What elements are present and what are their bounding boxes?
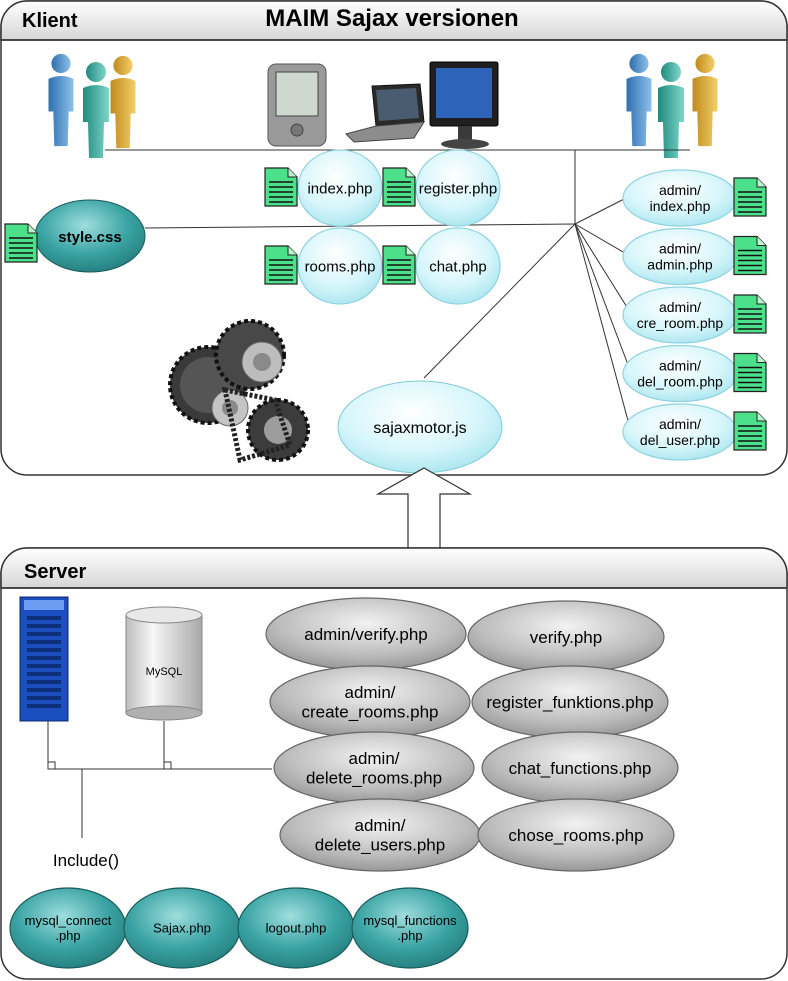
admin-page-node-label-1: admin.php — [647, 256, 713, 272]
server-scripts: verify.php register_funktions.php chat_fun… — [467, 600, 679, 872]
include-node: logout.php — [237, 887, 355, 969]
document-icon — [733, 411, 767, 451]
server-admin-script-node: admin/create_rooms.php — [269, 665, 471, 739]
include-node-label-0: mysql_functions — [363, 913, 457, 928]
server-script-node: verify.php — [467, 600, 665, 674]
server-script-node: chose_rooms.php — [477, 798, 675, 872]
users-group-icon — [48, 53, 136, 158]
client-page-node: index.php — [264, 149, 383, 227]
admin-page-node-label-0: admin/ — [659, 299, 701, 315]
style-css-label: style.css — [58, 229, 121, 246]
server-connectors — [47, 721, 272, 838]
server-script-node-label-0: chose_rooms.php — [508, 826, 643, 845]
pda-icon — [267, 63, 327, 147]
server-rack-icon — [19, 596, 69, 722]
admins-group-icon — [626, 53, 718, 158]
include-node-label-1: .php — [397, 928, 422, 943]
client-page-node-label-0: rooms.php — [305, 258, 376, 275]
client-connectors — [105, 149, 690, 429]
server-script-node-label-0: register_funktions.php — [486, 693, 653, 712]
server-admin-script-node-label-0: admin/ — [354, 816, 405, 835]
client-section-label: Klient — [22, 10, 78, 32]
document-icon — [4, 223, 38, 263]
server-admin-script-node-label-0: admin/ — [348, 749, 399, 768]
admin-page-node-label-1: del_user.php — [640, 432, 720, 448]
admin-page-node-label-0: admin/ — [659, 357, 701, 373]
server-admin-script-node: admin/delete_users.php — [279, 798, 481, 872]
document-icon — [382, 167, 416, 207]
document-icon — [733, 177, 767, 217]
document-icon — [382, 245, 416, 285]
client-page-node-label-0: chat.php — [429, 258, 487, 275]
server-section-label: Server — [24, 561, 86, 583]
laptop-icon — [345, 83, 425, 143]
monitor-icon — [429, 61, 499, 149]
server-script-node-shape — [477, 798, 675, 872]
gears-icon — [168, 319, 310, 464]
client-pages: index.php register.php rooms.php chat.php — [264, 149, 501, 305]
admin-page-node-label-0: admin/ — [659, 182, 701, 198]
document-icon — [733, 294, 767, 334]
client-page-node-label-0: register.php — [419, 180, 497, 197]
client-page-node-shape — [415, 227, 501, 305]
admin-page-node: admin/del_room.php — [622, 344, 767, 403]
admin-page-node-label-1: index.php — [650, 198, 711, 214]
server-admin-scripts: admin/verify.phpadmin/create_rooms.phpad… — [265, 597, 481, 872]
client-page-node: register.php — [382, 149, 501, 227]
admin-page-node: admin/index.php — [622, 169, 767, 227]
client-page-node-label-0: index.php — [307, 180, 372, 197]
admin-page-node: admin/cre_room.php — [622, 286, 767, 344]
client-page-node: rooms.php — [264, 227, 383, 305]
server-script-node-label-0: chat_functions.php — [509, 759, 652, 778]
sajaxmotor-label: sajaxmotor.js — [373, 420, 466, 437]
server-admin-script-node-label-0: admin/ — [344, 683, 395, 702]
server-admin-script-node: admin/delete_rooms.php — [273, 731, 475, 805]
mysql-database-icon — [125, 606, 203, 721]
server-admin-script-node-label-0: admin/verify.php — [304, 625, 427, 644]
admin-page-node-label-0: admin/ — [659, 240, 701, 256]
document-icon — [733, 235, 767, 276]
client-page-node-shape — [297, 227, 383, 305]
admin-pages: admin/index.phpadmin/admin.phpadmin/cre_… — [622, 169, 767, 461]
client-page-node-shape — [415, 149, 501, 227]
include-node-label-0: logout.php — [266, 921, 327, 936]
server-script-node-label-0: verify.php — [530, 628, 602, 647]
mysql-label: MySQL — [146, 666, 183, 678]
include-node-shape — [351, 887, 469, 969]
include-node-label-1: .php — [55, 928, 80, 943]
include-node: Sajax.php — [123, 887, 241, 969]
admin-page-node: admin/admin.php — [622, 227, 767, 286]
server-admin-script-node-label-1: delete_users.php — [315, 836, 445, 855]
server-admin-script-node-label-1: delete_rooms.php — [306, 769, 442, 788]
include-node: mysql_functions.php — [351, 887, 469, 969]
admin-page-node: admin/del_user.php — [622, 403, 767, 461]
admin-page-node-label-0: admin/ — [659, 416, 701, 432]
include-label: Include() — [53, 851, 119, 870]
client-page-node: chat.php — [382, 227, 501, 305]
server-script-node: register_funktions.php — [471, 665, 669, 739]
client-page-node-shape — [297, 149, 383, 227]
admin-page-node-label-1: del_room.php — [637, 373, 723, 389]
include-node-label-0: mysql_connect — [25, 913, 112, 928]
diagram-title: MAIM Sajax versionen — [265, 5, 518, 32]
server-script-node: chat_functions.php — [481, 731, 679, 805]
document-icon — [264, 245, 298, 285]
server-admin-script-node-label-1: create_rooms.php — [301, 703, 438, 722]
include-node-label-0: Sajax.php — [153, 921, 211, 936]
include-node: mysql_connect.php — [9, 887, 127, 969]
admin-page-node-label-1: cre_room.php — [637, 315, 724, 331]
server-admin-script-node: admin/verify.php — [265, 597, 467, 671]
document-icon — [264, 167, 298, 207]
document-icon — [733, 352, 767, 393]
